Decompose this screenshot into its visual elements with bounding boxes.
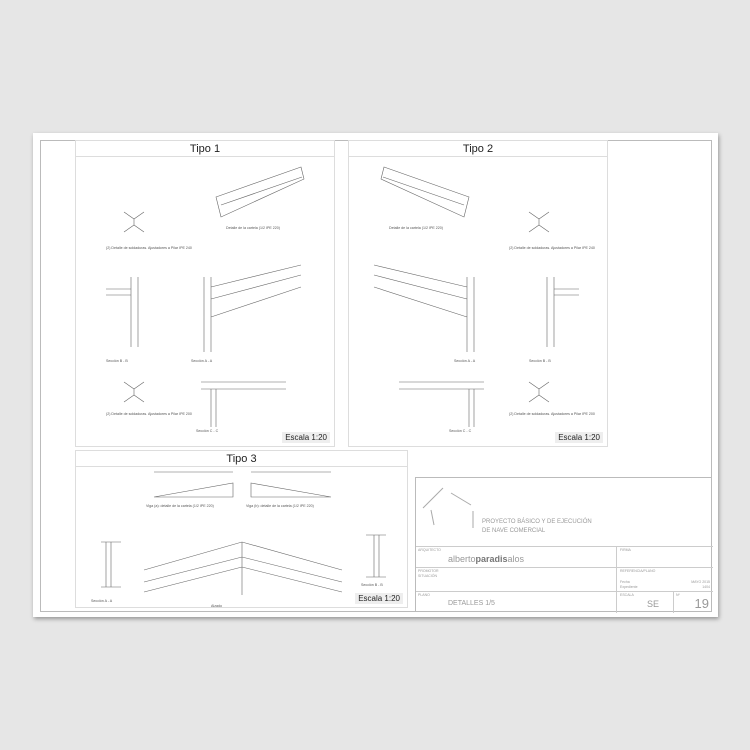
panel-title: Tipo 2 (349, 142, 607, 157)
plan-label: PLANO (418, 593, 430, 597)
panel-tipo-2: Tipo 2 Detalle de la cartela (1/2 IPE 22… (348, 140, 608, 447)
svg-text:Viga (b): detalle de la cartel: Viga (b): detalle de la cartela (1/2 IPE… (246, 504, 314, 508)
tipo-3-drawing: Viga (a): detalle de la cartela (1/2 IPE… (91, 471, 386, 608)
weld-detail-bottom: (2) Detalle de soldaduras. Ajustadores a… (106, 381, 192, 416)
file-value: 1404 (702, 585, 710, 589)
section-b-b: Sección B - B (106, 277, 139, 363)
sheet-number-cell: Nº 19 (673, 591, 713, 613)
project-title: PROYECTO BÁSICO Y DE EJECUCIÓN DE NAVE CO… (482, 518, 592, 536)
sheet-number-label: Nº (676, 593, 680, 597)
weld-detail-top: (2) Detalle de soldaduras. Ajustadores a… (509, 211, 595, 250)
section-a-a: Sección A - A (91, 541, 121, 603)
svg-text:Sección A - A: Sección A - A (91, 599, 113, 603)
date-label: Fecha (620, 580, 630, 584)
plan-value: DETALLES 1/5 (448, 600, 495, 607)
svg-text:Sección B - B: Sección B - B (529, 359, 551, 363)
date-value: MAYO 2015 (691, 580, 710, 584)
panel-title: Tipo 1 (76, 142, 334, 157)
scale-label: Escala 1:20 (555, 432, 603, 443)
scale-label: Escala 1:20 (282, 432, 330, 443)
sheet-number-value: 19 (694, 596, 709, 611)
plan-cell: PLANO DETALLES 1/5 (416, 591, 616, 613)
svg-text:Sección C - C: Sección C - C (449, 429, 472, 433)
tipo-1-drawing: (2) Detalle de soldaduras. Ajustadores a… (106, 166, 305, 433)
svg-text:Sección B - B: Sección B - B (361, 583, 383, 587)
promoter-cell: PROMOTOR SITUACIÓN (416, 567, 616, 591)
drawing-sheet: Tipo 1 (2) Detalle de soldaduras. Ajusta… (33, 133, 718, 617)
svg-text:(2) Detalle de soldaduras. Aju: (2) Detalle de soldaduras. Ajustadores a… (106, 412, 192, 416)
scale-cell-label: ESCALA (620, 593, 634, 597)
section-b-b: Sección B - B (361, 534, 386, 587)
title-block: PROYECTO BÁSICO Y DE EJECUCIÓN DE NAVE CO… (415, 477, 713, 613)
signature-cell: FIRMA (617, 546, 713, 567)
svg-text:Alzado: Alzado (211, 604, 222, 608)
section-a-a: Sección A - A (373, 264, 476, 363)
file-label: Expediente (620, 585, 638, 589)
cartela-a: Viga (a): detalle de la cartela (1/2 IPE… (146, 471, 234, 508)
svg-text:Sección A - A: Sección A - A (191, 359, 213, 363)
logo-house-icon (422, 487, 474, 528)
cartela-detail: Detalle de la cartela (1/2 IPE 220) (215, 166, 305, 230)
tipo-2-drawing: Detalle de la cartela (1/2 IPE 220) (2) … (373, 166, 595, 433)
panel-tipo-1: Tipo 1 (2) Detalle de soldaduras. Ajusta… (75, 140, 335, 447)
panel-title: Tipo 3 (76, 452, 407, 467)
svg-text:(2) Detalle de soldaduras. Aju: (2) Detalle de soldaduras. Ajustadores a… (509, 412, 595, 416)
revision-label: REFERENCIA/PLANO (620, 569, 656, 573)
project-title-line-1: PROYECTO BÁSICO Y DE EJECUCIÓN (482, 519, 592, 525)
weld-detail-top: (2) Detalle de soldaduras. Ajustadores a… (106, 211, 192, 250)
svg-text:Detalle de la cartela (1/2 IPE: Detalle de la cartela (1/2 IPE 220) (389, 226, 443, 230)
signature-label: FIRMA (620, 548, 631, 552)
elevation: Alzado (143, 541, 343, 608)
cartela-detail: Detalle de la cartela (1/2 IPE 220) (380, 166, 470, 230)
svg-text:(2) Detalle de soldaduras. Aju: (2) Detalle de soldaduras. Ajustadores a… (106, 246, 192, 250)
promoter-label: PROMOTOR (418, 569, 439, 573)
panel-tipo-3: Tipo 3 Viga (a): detalle de la cartela (… (75, 450, 408, 608)
weld-detail-bottom: (2) Detalle de soldaduras. Ajustadores a… (509, 381, 595, 416)
svg-text:(2) Detalle de soldaduras. Aju: (2) Detalle de soldaduras. Ajustadores a… (509, 246, 595, 250)
section-c-c: Sección C - C (196, 381, 286, 433)
architect-label: ARQUITECTO (418, 548, 441, 552)
architect-name-bold: paradis (475, 554, 508, 564)
svg-text:Sección A - A: Sección A - A (454, 359, 476, 363)
section-c-c: Sección C - C (399, 381, 484, 433)
project-title-line-2: DE NAVE COMERCIAL (482, 528, 546, 534)
architect-cell: ARQUITECTO albertoparadisalos (416, 546, 616, 567)
cartela-b: Viga (b): detalle de la cartela (1/2 IPE… (246, 471, 332, 508)
section-b-b: Sección B - B (529, 277, 579, 363)
architect-name: albertoparadisalos (448, 554, 524, 564)
architect-name-part: alos (507, 554, 525, 564)
scale-cell: ESCALA SE (617, 591, 673, 613)
svg-text:Sección B - B: Sección B - B (106, 359, 128, 363)
svg-text:Detalle de la cartela (1/2 IPE: Detalle de la cartela (1/2 IPE 220) (226, 226, 280, 230)
location-label: SITUACIÓN (418, 574, 438, 578)
section-a-a: Sección A - A (191, 264, 302, 363)
date-cell: REFERENCIA/PLANO Fecha MAYO 2015 Expedien… (617, 567, 713, 591)
svg-text:Viga (a): detalle de la cartel: Viga (a): detalle de la cartela (1/2 IPE… (146, 504, 214, 508)
title-block-divider (616, 546, 617, 613)
architect-name-part: alberto (448, 554, 476, 564)
scale-cell-value: SE (647, 599, 660, 609)
scale-label: Escala 1:20 (355, 593, 403, 604)
svg-text:Sección C - C: Sección C - C (196, 429, 219, 433)
